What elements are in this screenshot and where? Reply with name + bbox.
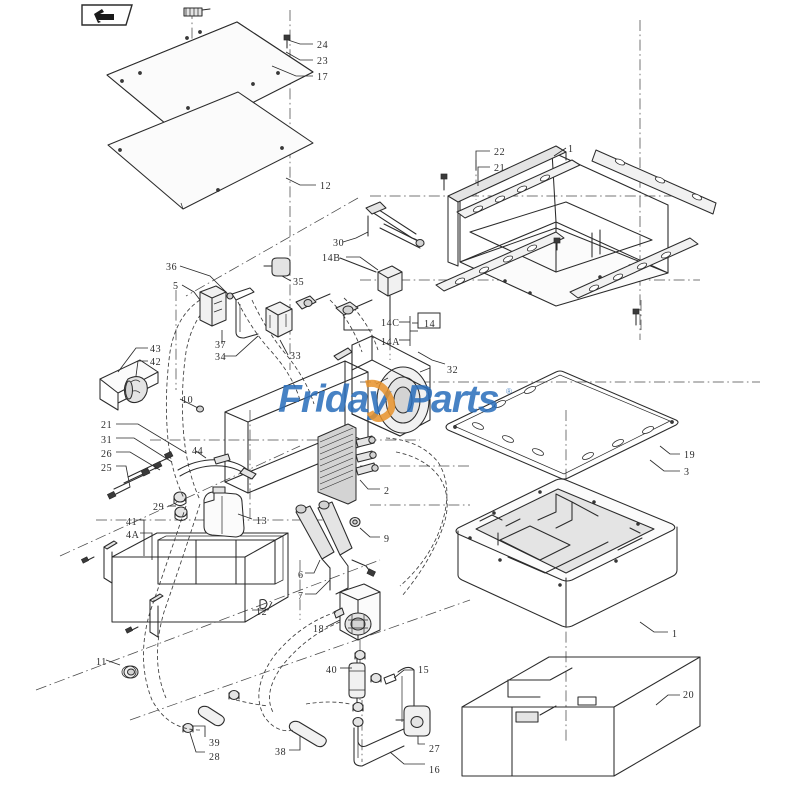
callout-14: 14 [424, 319, 436, 330]
callout-7: 7 [298, 591, 304, 602]
callout-21: 21 [494, 163, 506, 174]
frame-bolts [440, 173, 640, 326]
callout-14C: 14C [381, 318, 400, 329]
callout-1: 1 [672, 629, 678, 640]
callout-22: 22 [494, 147, 506, 158]
callout-24: 24 [317, 40, 329, 51]
callout-9: 9 [384, 534, 390, 545]
callout-17: 17 [317, 72, 329, 83]
upper-pipe-and-bolts [106, 450, 257, 500]
upper-gasket-strips [435, 149, 717, 299]
callout-box-14 [417, 312, 441, 329]
condenser-core [224, 347, 379, 505]
hose-connectors [182, 649, 431, 767]
callout-4A: 4A [126, 530, 140, 541]
callout-40: 40 [326, 665, 338, 676]
callout-30: 30 [333, 238, 345, 249]
callout-1: 1 [568, 144, 574, 155]
callout-38: 38 [275, 747, 287, 758]
support-rods [295, 500, 376, 595]
top-fastener-clip [183, 7, 211, 17]
callout-35: 35 [293, 277, 305, 288]
callout-27: 27 [429, 744, 441, 755]
top-cover-panel [106, 21, 314, 139]
callout-41: 41 [126, 517, 138, 528]
callout-36: 36 [166, 262, 178, 273]
hand-pointer-icon [94, 9, 114, 23]
callout-42: 42 [150, 357, 162, 368]
callout-34: 34 [215, 352, 227, 363]
callout-21: 21 [101, 420, 113, 431]
callout-25: 25 [101, 463, 113, 474]
callout-5: 5 [173, 281, 179, 292]
callout-15: 15 [418, 665, 430, 676]
callout-12: 12 [320, 181, 332, 192]
callout-6: 6 [298, 570, 304, 581]
callout-23: 23 [317, 56, 329, 67]
leader-lines [105, 39, 680, 765]
grommets [121, 516, 361, 679]
coolant-reservoir [203, 486, 245, 538]
large-gasket-frame [445, 370, 679, 480]
callout-13: 13 [256, 516, 268, 527]
callout-31: 31 [101, 435, 113, 446]
valve-cluster [199, 201, 425, 341]
callout-29: 29 [153, 502, 165, 513]
callout-39: 39 [209, 738, 221, 749]
main-housing-tub [455, 478, 678, 628]
refrigerant-hose-routing [143, 297, 448, 732]
callout-43: 43 [150, 344, 162, 355]
orientation-key-box [80, 3, 136, 27]
callout-44: 44 [192, 446, 204, 457]
callout-16: 16 [429, 765, 441, 776]
lower-cover-panel [107, 91, 314, 210]
receiver-drier [348, 654, 366, 707]
compressor [333, 583, 381, 641]
callout-19: 19 [684, 450, 696, 461]
callout-18: 18 [313, 624, 325, 635]
callout-14B: 14B [322, 253, 341, 264]
callout-14A: 14A [381, 337, 401, 348]
small-grommet-10 [196, 405, 204, 413]
callout-2: 2 [384, 486, 390, 497]
callout-32: 32 [447, 365, 459, 376]
callout-3: 3 [684, 467, 690, 478]
callout-37: 37 [215, 340, 227, 351]
grille-frame [80, 532, 289, 638]
callout-28: 28 [209, 752, 221, 763]
callout-26: 26 [101, 449, 113, 460]
callout-10: 10 [182, 395, 194, 406]
bottom-pan [461, 656, 701, 777]
callout-11: 11 [96, 657, 107, 668]
callout-33: 33 [290, 351, 302, 362]
small-side-panel [99, 359, 159, 411]
upper-frame-assembly [447, 145, 669, 307]
pressure-switch-pair [173, 491, 188, 522]
callout-12: 12 [256, 607, 268, 618]
center-lines [35, 8, 760, 762]
callout-20: 20 [683, 690, 695, 701]
